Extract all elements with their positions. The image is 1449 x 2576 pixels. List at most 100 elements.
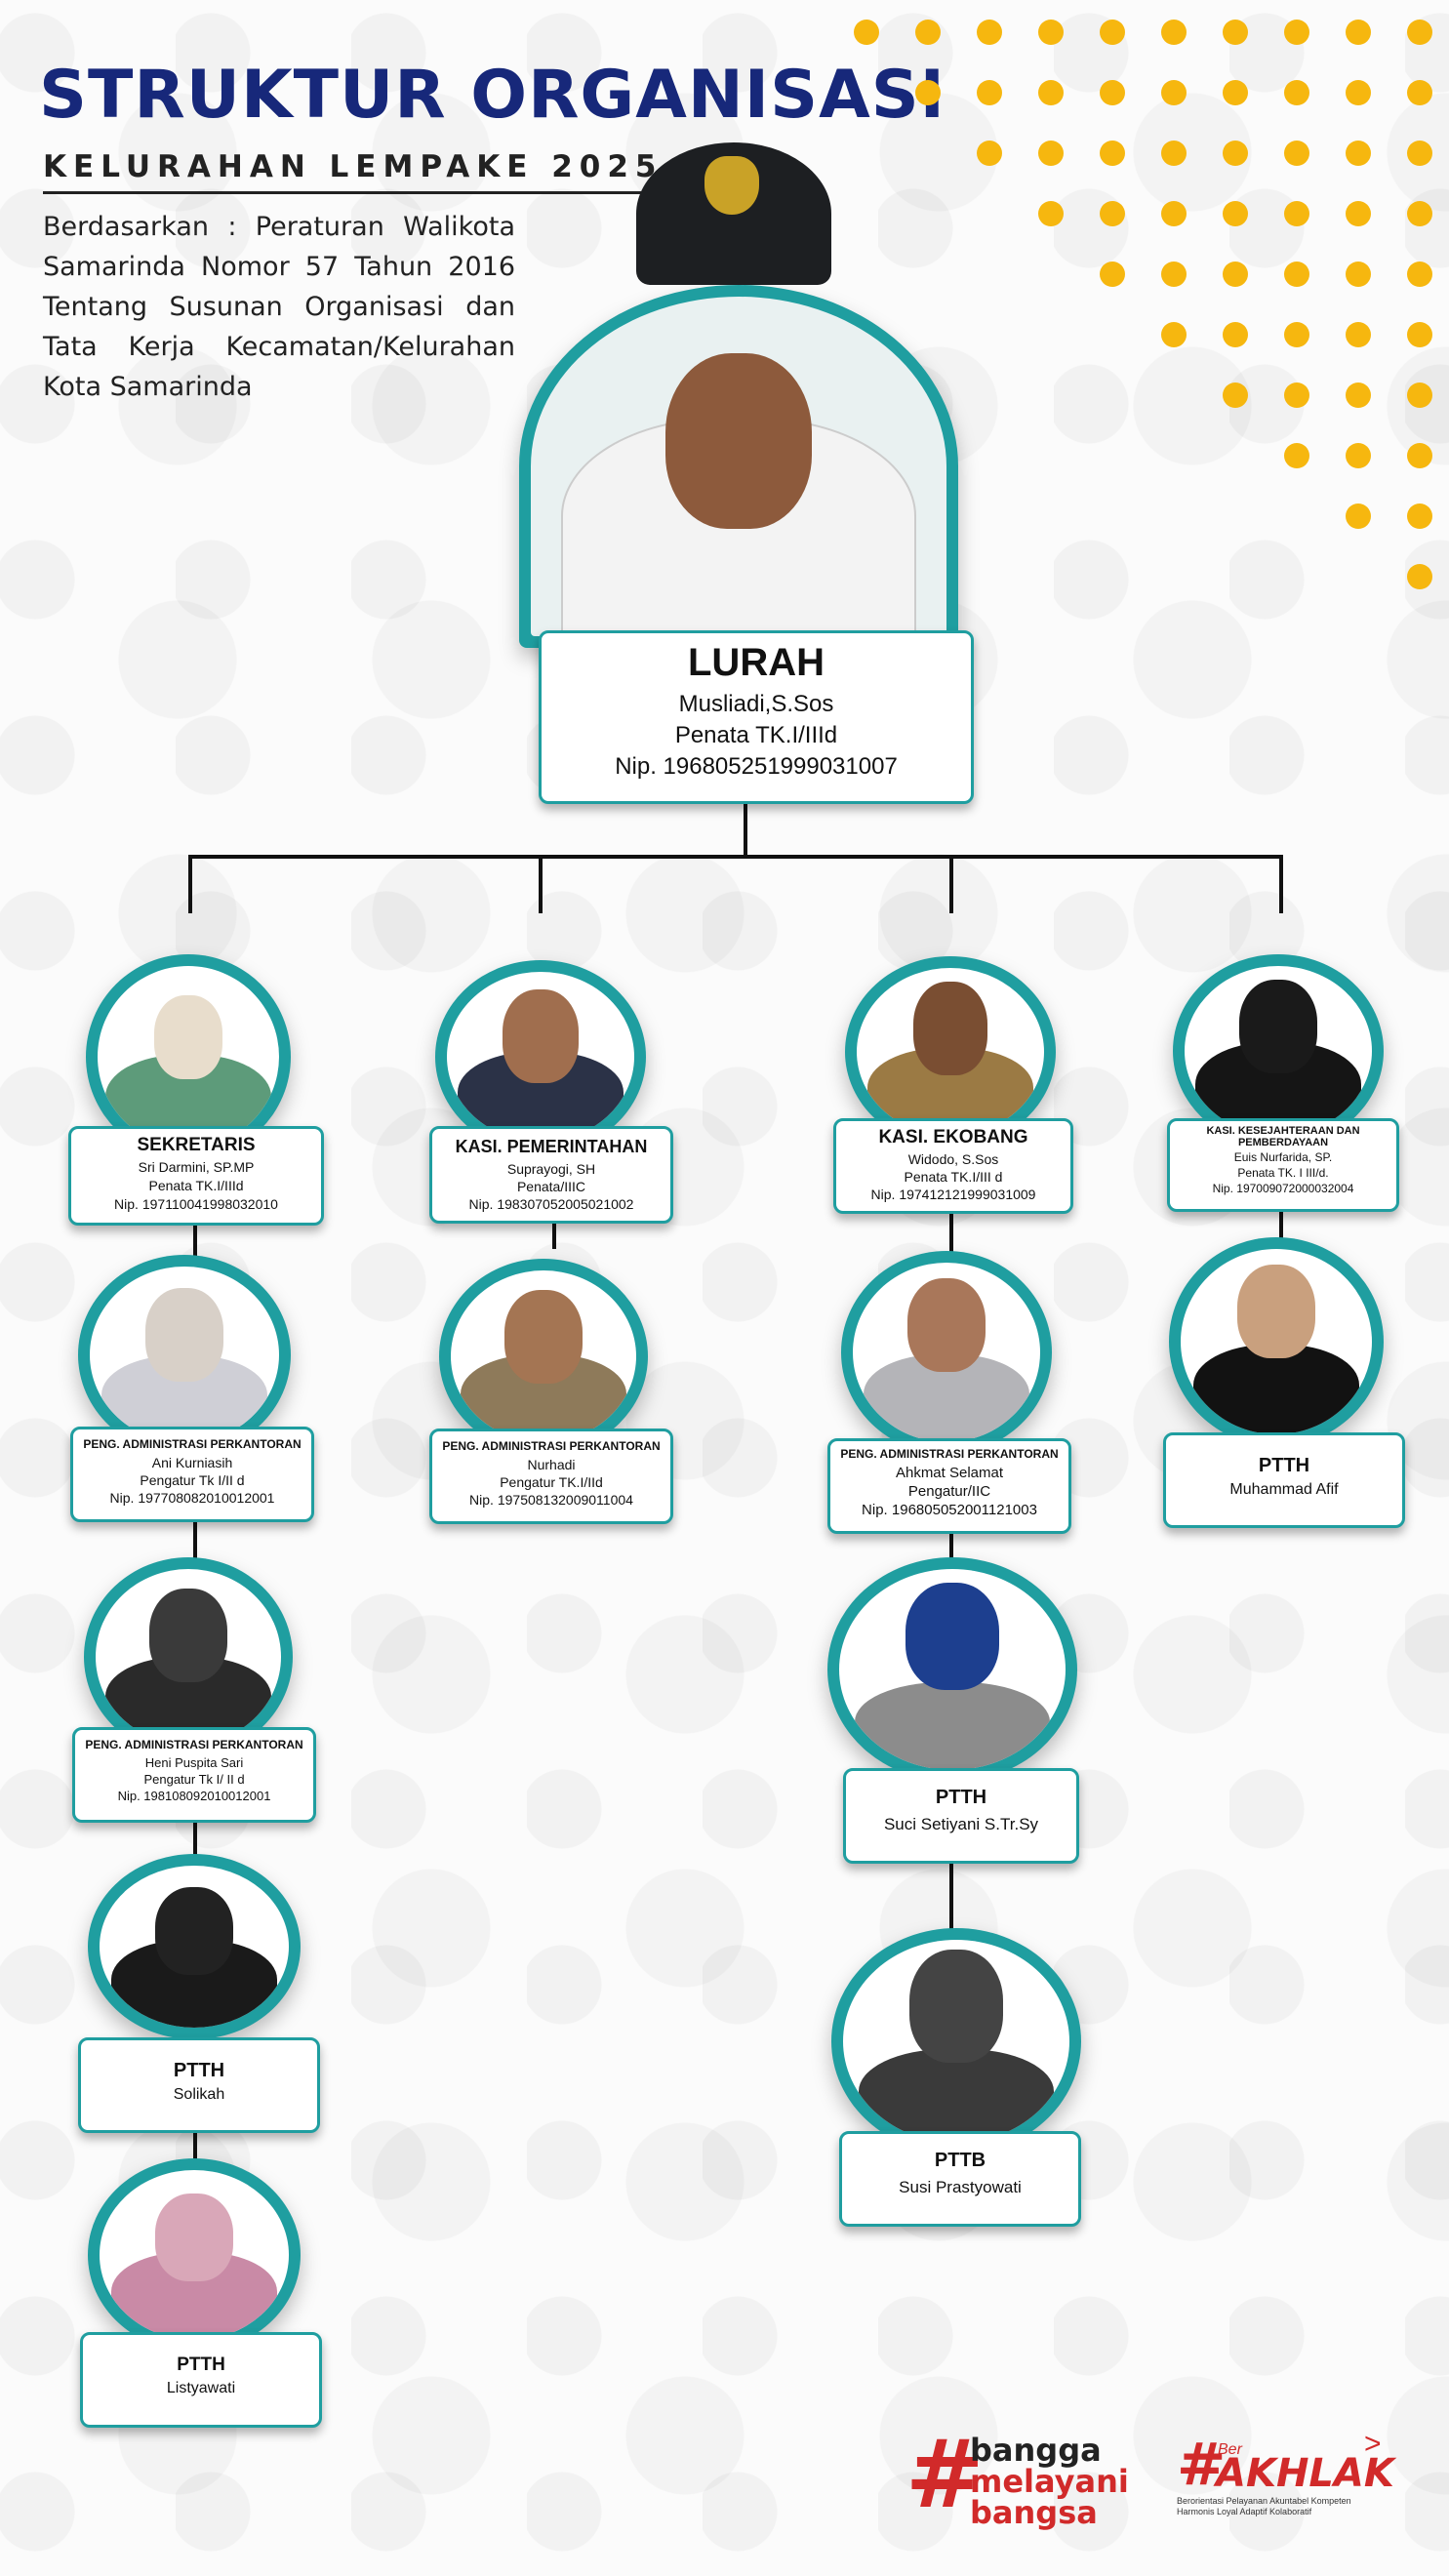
connector-col4 [1279, 855, 1283, 913]
decorative-dot [1346, 141, 1371, 166]
col3-staff1-photo [841, 1251, 1052, 1454]
kasi-ekobang-nip: Nip. 197412121999031009 [870, 1187, 1036, 1202]
connector-horizontal [188, 855, 1282, 859]
decorative-dot [1407, 443, 1432, 468]
decorative-dot [1346, 382, 1371, 408]
kasi-pemerintahan-photo [435, 960, 646, 1153]
sekretaris-card: SEKRETARIS Sri Darmini, SP.MP Penata TK.… [68, 1126, 324, 1226]
kasi-ekobang-rank: Penata TK.I/III d [904, 1169, 1003, 1185]
decorative-dot [1038, 80, 1064, 105]
col1-staff2-card: PENG. ADMINISTRASI PERKANTORAN Heni Pusp… [72, 1727, 316, 1823]
logo1-line3: bangsa [970, 2494, 1098, 2531]
decorative-dot [1407, 322, 1432, 347]
garuda-badge-icon [704, 156, 759, 215]
decorative-dot [1100, 141, 1125, 166]
decorative-dot [1100, 201, 1125, 226]
decorative-dot [1223, 141, 1248, 166]
decorative-dot [854, 20, 879, 45]
kasi-pemerintahan-card: KASI. PEMERINTAHAN Suprayogi, SH Penata/… [429, 1126, 673, 1224]
col1-staff4-role: PTTH [177, 2355, 225, 2375]
decorative-dot [915, 80, 941, 105]
col1-staff2-name: Heni Puspita Sari [144, 1755, 244, 1770]
decorative-dot [1223, 20, 1248, 45]
decorative-dot [1407, 141, 1432, 166]
kasi-kesejahteraan-name: Euis Nurfarida, SP. [1233, 1150, 1333, 1164]
title-divider [43, 191, 667, 194]
decorative-dot [1038, 201, 1064, 226]
kasi-pemerintahan-nip: Nip. 198307052005021002 [468, 1196, 634, 1212]
decorative-dot [1284, 382, 1309, 408]
col1-staff3-photo [88, 1854, 301, 2039]
kasi-ekobang-name: Widodo, S.Sos [907, 1151, 999, 1167]
kasi-pemerintahan-rank: Penata/IIIC [516, 1179, 586, 1194]
col4-staff1-photo [1169, 1237, 1384, 1446]
decorative-dot [1100, 262, 1125, 287]
col4-staff1-role: PTTH [1258, 1455, 1310, 1476]
decorative-dot [1407, 503, 1432, 529]
decorative-dot [915, 20, 941, 45]
col3-staff1-card: PENG. ADMINISTRASI PERKANTORAN Ahkmat Se… [827, 1438, 1071, 1534]
decorative-dot [1161, 262, 1187, 287]
sekretaris-name: Sri Darmini, SP.MP [138, 1159, 255, 1175]
kasi-kesejahteraan-nip: Nip. 197009072000032004 [1212, 1182, 1354, 1195]
lurah-photo [519, 285, 958, 648]
connector-col2-chain [552, 1210, 556, 1249]
col2-staff1-rank: Pengatur TK.I/IId [500, 1474, 603, 1490]
decorative-dot [1284, 80, 1309, 105]
col1-staff4-card: PTTH Listyawati [80, 2332, 322, 2428]
col3-staff3-card: PTTB Susi Prastyowati [839, 2131, 1081, 2227]
decorative-dot [1161, 80, 1187, 105]
decorative-dot [1346, 322, 1371, 347]
kasi-kesejahteraan-card: KASI. KESEJAHTERAAN DAN PEMBERDAYAAN Eui… [1167, 1118, 1399, 1212]
col1-staff1-photo [78, 1255, 291, 1455]
sekretaris-nip: Nip. 197110041998032010 [114, 1196, 278, 1212]
col3-staff3-role: PTTB [934, 2150, 986, 2171]
col3-staff1-nip: Nip. 196805052001121003 [862, 1502, 1037, 1518]
decorative-dot [1346, 80, 1371, 105]
decorative-dot [1223, 382, 1248, 408]
col1-staff2-role: PENG. ADMINISTRASI PERKANTORAN [85, 1738, 303, 1751]
decorative-dot [1284, 443, 1309, 468]
col4-staff1-name: Muhammad Afif [1229, 1481, 1339, 1498]
page-subtitle: KELURAHAN LEMPAKE 2025 [43, 149, 664, 184]
decorative-dot [1223, 322, 1248, 347]
decorative-dot [1346, 20, 1371, 45]
logo1-hash: # [906, 2420, 985, 2529]
col4-staff1-card: PTTH Muhammad Afif [1163, 1432, 1405, 1528]
bangga-melayani-bangsa-logo: # bangga melayani bangsa [906, 2426, 1129, 2531]
decorative-dot [1038, 141, 1064, 166]
col1-staff4-photo [88, 2158, 301, 2352]
decorative-dot [1161, 201, 1187, 226]
col1-staff2-nip: Nip. 198108092010012001 [117, 1789, 271, 1803]
col3-staff3-photo [831, 1928, 1081, 2154]
col2-staff1-role: PENG. ADMINISTRASI PERKANTORAN [442, 1439, 661, 1453]
col1-staff1-role: PENG. ADMINISTRASI PERKANTORAN [83, 1437, 302, 1451]
decorative-dot [1223, 201, 1248, 226]
sekretaris-role: SEKRETARIS [137, 1135, 256, 1155]
decorative-dot [1284, 201, 1309, 226]
page-title: STRUKTUR ORGANISASI [39, 57, 946, 134]
lurah-role: LURAH [688, 641, 825, 684]
kasi-kesejahteraan-role: KASI. KESEJAHTERAAN DAN PEMBERDAYAAN [1206, 1125, 1360, 1148]
decorative-dot [1407, 80, 1432, 105]
decorative-dot [1284, 141, 1309, 166]
col2-staff1-photo [439, 1259, 648, 1454]
col1-staff4-name: Listyawati [166, 2380, 236, 2396]
decorative-dot [1161, 322, 1187, 347]
col1-staff3-name: Solikah [173, 2086, 225, 2103]
col1-staff3-card: PTTH Solikah [78, 2037, 320, 2133]
decorative-dot [1100, 80, 1125, 105]
col1-staff1-card: PENG. ADMINISTRASI PERKANTORAN Ani Kurni… [70, 1427, 314, 1522]
decorative-dot [1407, 382, 1432, 408]
col2-staff1-nip: Nip. 197508132009011004 [469, 1492, 633, 1508]
decorative-dot [1284, 20, 1309, 45]
logo2-tagline-2: Harmonis Loyal Adaptif Kolaboratif [1177, 2507, 1312, 2516]
decorative-dot [1223, 262, 1248, 287]
col2-staff1-card: PENG. ADMINISTRASI PERKANTORAN Nurhadi P… [429, 1429, 673, 1524]
col1-staff2-photo [84, 1557, 293, 1756]
kasi-pemerintahan-name: Suprayogi, SH [506, 1161, 596, 1177]
decorative-dot [1346, 201, 1371, 226]
decorative-dot [1346, 443, 1371, 468]
decorative-dot [1223, 80, 1248, 105]
col3-staff2-card: PTTH Suci Setiyani S.Tr.Sy [843, 1768, 1079, 1864]
